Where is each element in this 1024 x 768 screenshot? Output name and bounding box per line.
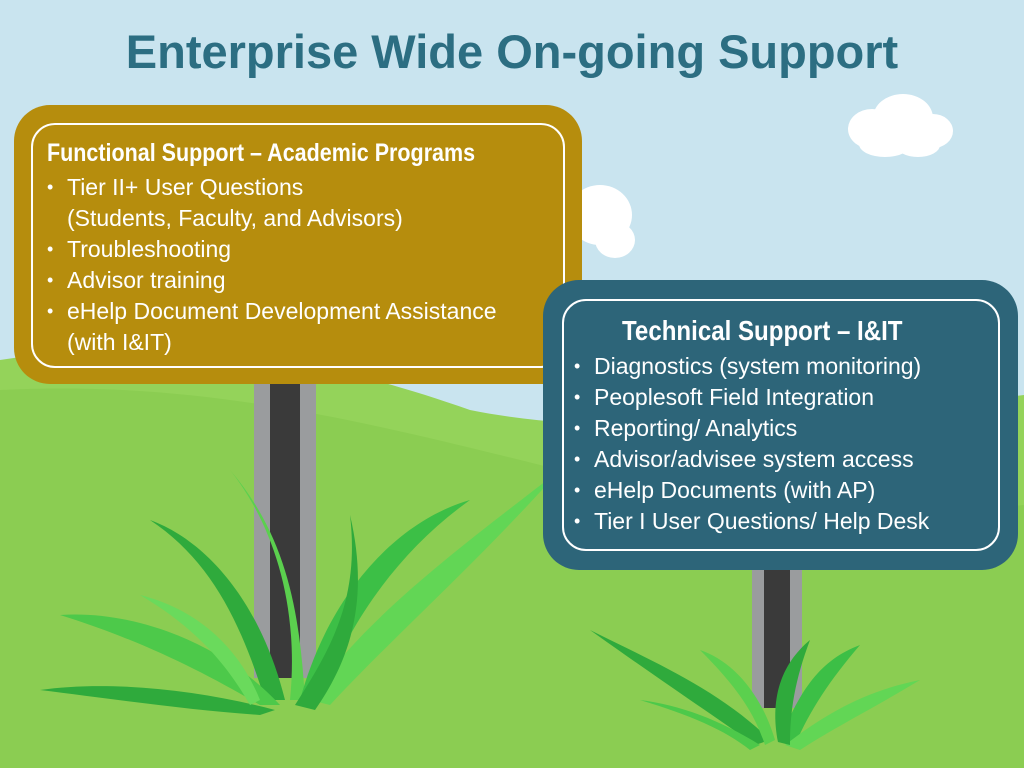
list-item: • Tier II+ User Questions (Students, Fac… (47, 172, 563, 234)
functional-support-panel: Functional Support – Academic Programs •… (31, 123, 565, 368)
list-item: • Advisor training (47, 265, 563, 296)
cloud-middle (568, 185, 635, 258)
technical-support-heading: Technical Support – I&IT (622, 315, 903, 346)
list-item-text: Troubleshooting (67, 236, 232, 262)
list-item: • Troubleshooting (47, 234, 563, 265)
technical-support-sign: Technical Support – I&IT • Diagnostics (… (543, 280, 1018, 570)
list-item-text: Advisor/advisee system access (594, 446, 914, 472)
bullet: • (47, 301, 54, 321)
bullet: • (574, 511, 581, 531)
list-item-text: Advisor training (67, 267, 226, 293)
technical-support-list: • Diagnostics (system monitoring) • Peop… (574, 351, 998, 537)
bullet: • (47, 177, 54, 197)
list-item: • eHelp Documents (with AP) (574, 475, 998, 506)
list-item-continuation: (Students, Faculty, and Advisors) (67, 205, 403, 231)
bullet: • (47, 239, 54, 259)
list-item-continuation: (with I&IT) (67, 329, 172, 355)
functional-support-sign: Functional Support – Academic Programs •… (14, 105, 582, 384)
list-item: • Peoplesoft Field Integration (574, 382, 998, 413)
slide-title: Enterprise Wide On-going Support (125, 25, 899, 78)
grass-tuft-right (590, 630, 920, 750)
list-item: • Advisor/advisee system access (574, 444, 998, 475)
bullet: • (574, 418, 581, 438)
list-item-text: Diagnostics (system monitoring) (594, 353, 922, 379)
list-item: • Reporting/ Analytics (574, 413, 998, 444)
technical-support-panel: Technical Support – I&IT • Diagnostics (… (562, 299, 1000, 551)
list-item-text: Tier I User Questions/ Help Desk (594, 508, 930, 534)
bullet: • (574, 356, 581, 376)
functional-support-list: • Tier II+ User Questions (Students, Fac… (47, 172, 563, 358)
list-item-text: Peoplesoft Field Integration (594, 384, 875, 410)
list-item-text: eHelp Documents (with AP) (594, 477, 876, 503)
bullet: • (574, 387, 581, 407)
bullet: • (47, 270, 54, 290)
list-item-text: Tier II+ User Questions (67, 174, 304, 200)
list-item: • Tier I User Questions/ Help Desk (574, 506, 998, 537)
cloud-right (848, 94, 953, 157)
bullet: • (574, 449, 581, 469)
list-item: • Diagnostics (system monitoring) (574, 351, 998, 382)
list-item: • eHelp Document Development Assistance … (47, 296, 563, 358)
grass-tuft-left (40, 470, 560, 715)
list-item-text: Reporting/ Analytics (594, 415, 798, 441)
functional-support-heading: Functional Support – Academic Programs (47, 139, 476, 167)
bullet: • (574, 480, 581, 500)
left-post (254, 378, 316, 678)
list-item-text: eHelp Document Development Assistance (67, 298, 497, 324)
